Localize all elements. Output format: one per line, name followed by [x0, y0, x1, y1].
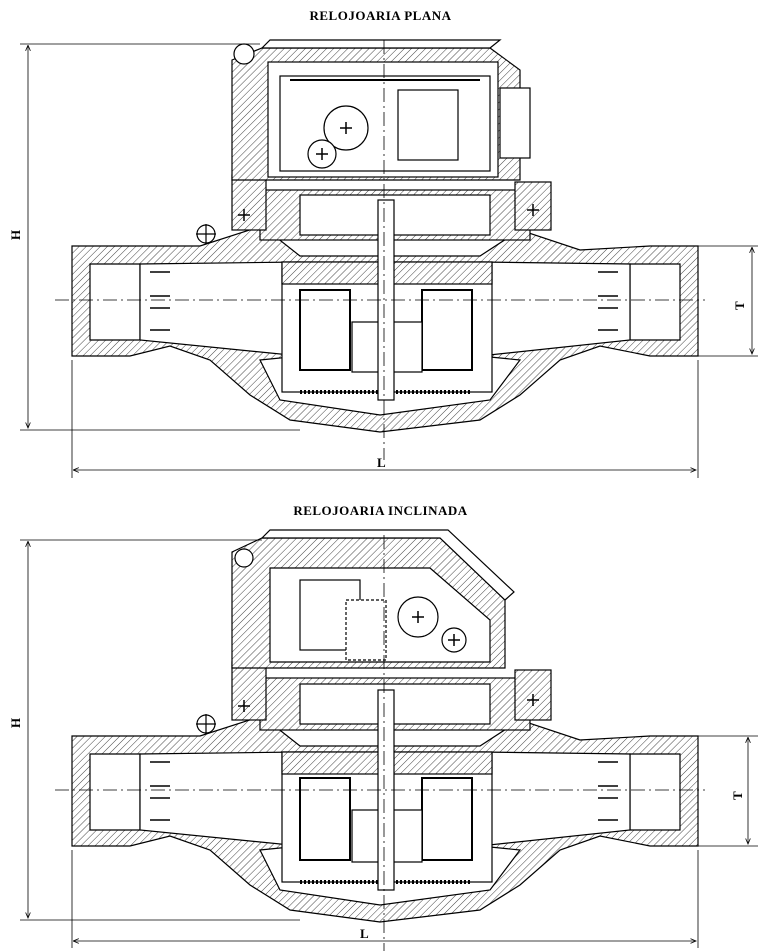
dim-label-l-inclinada: L — [360, 926, 369, 941]
dim-label-l-plana: L — [377, 455, 386, 470]
meter-drawing-inclinada — [55, 529, 705, 951]
dim-label-h-inclinada: H — [8, 718, 23, 728]
dim-label-t-plana: T — [732, 301, 747, 310]
dimensions-plana — [20, 43, 758, 478]
dimensions-inclinada — [20, 539, 758, 948]
drawing-title-inclinada: RELOJOARIA INCLINADA — [293, 503, 468, 518]
dim-label-t-inclinada: T — [730, 791, 745, 800]
dim-label-h-plana: H — [8, 230, 23, 240]
drawing-title-plana: RELOJOARIA PLANA — [309, 8, 452, 23]
meter-drawing-plana — [55, 39, 705, 460]
